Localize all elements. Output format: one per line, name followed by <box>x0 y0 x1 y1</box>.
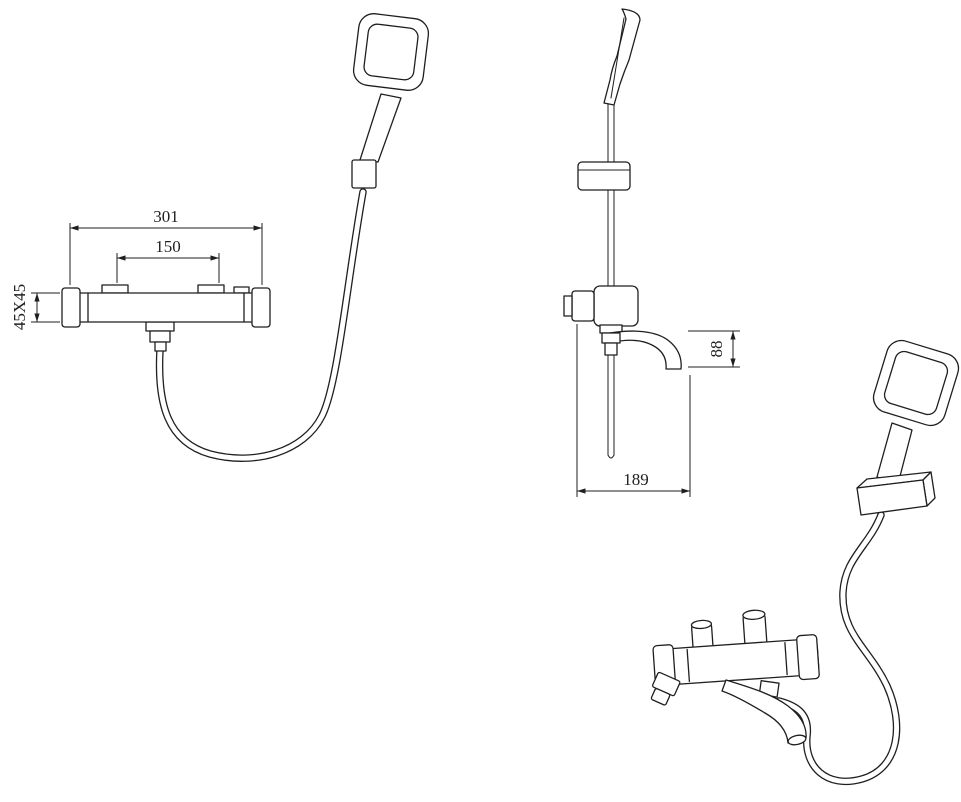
perspective-view <box>650 339 960 785</box>
dim-overall-width-label: 301 <box>153 207 179 226</box>
dimension-body-section: 45X45 <box>10 284 60 330</box>
shower-hose-perspective <box>775 511 901 785</box>
handshower-side <box>603 8 641 106</box>
dimension-reach: 189 <box>576 324 691 497</box>
top-knob <box>233 286 250 294</box>
spout-perspective <box>721 679 807 746</box>
dim-inlet-spacing-label: 150 <box>155 237 181 256</box>
wall-bracket-side <box>577 161 631 191</box>
dimension-total-width: 301 <box>69 207 263 285</box>
front-view: 301 150 45X45 <box>10 13 430 462</box>
mixer-body-perspective <box>652 609 820 691</box>
handle-left <box>61 287 81 328</box>
dim-reach-label: 189 <box>623 470 649 489</box>
shower-hose-front <box>155 188 367 462</box>
handshower-handle <box>359 93 402 163</box>
wall-flange <box>571 290 595 322</box>
hose-nut <box>351 159 377 189</box>
spray-face-icon <box>883 350 949 416</box>
side-view: 88 189 <box>563 8 740 497</box>
wall-elbow <box>650 671 681 706</box>
handle-knob-right <box>742 609 768 646</box>
dim-spout-height-label: 88 <box>707 341 726 358</box>
handshower-front <box>351 13 430 189</box>
handshower-head-perspective <box>872 339 960 427</box>
dimension-spout-height: 88 <box>688 330 740 368</box>
handshower-head <box>352 13 430 91</box>
rail-hose-side <box>607 103 615 288</box>
handle-knob-left <box>690 619 714 652</box>
inlet-left <box>101 284 129 294</box>
mixer-body-side <box>563 285 639 327</box>
mixer-body-front <box>61 284 271 352</box>
spray-face-icon <box>363 23 419 81</box>
hose-below-body <box>601 332 621 459</box>
dimension-inlet-spacing: 150 <box>116 237 220 283</box>
inlet-right <box>197 284 225 294</box>
wall-bracket-perspective <box>856 471 936 516</box>
wall-stem <box>563 295 573 317</box>
dim-body-section-label: 45X45 <box>10 284 29 330</box>
handle-right <box>251 287 271 328</box>
